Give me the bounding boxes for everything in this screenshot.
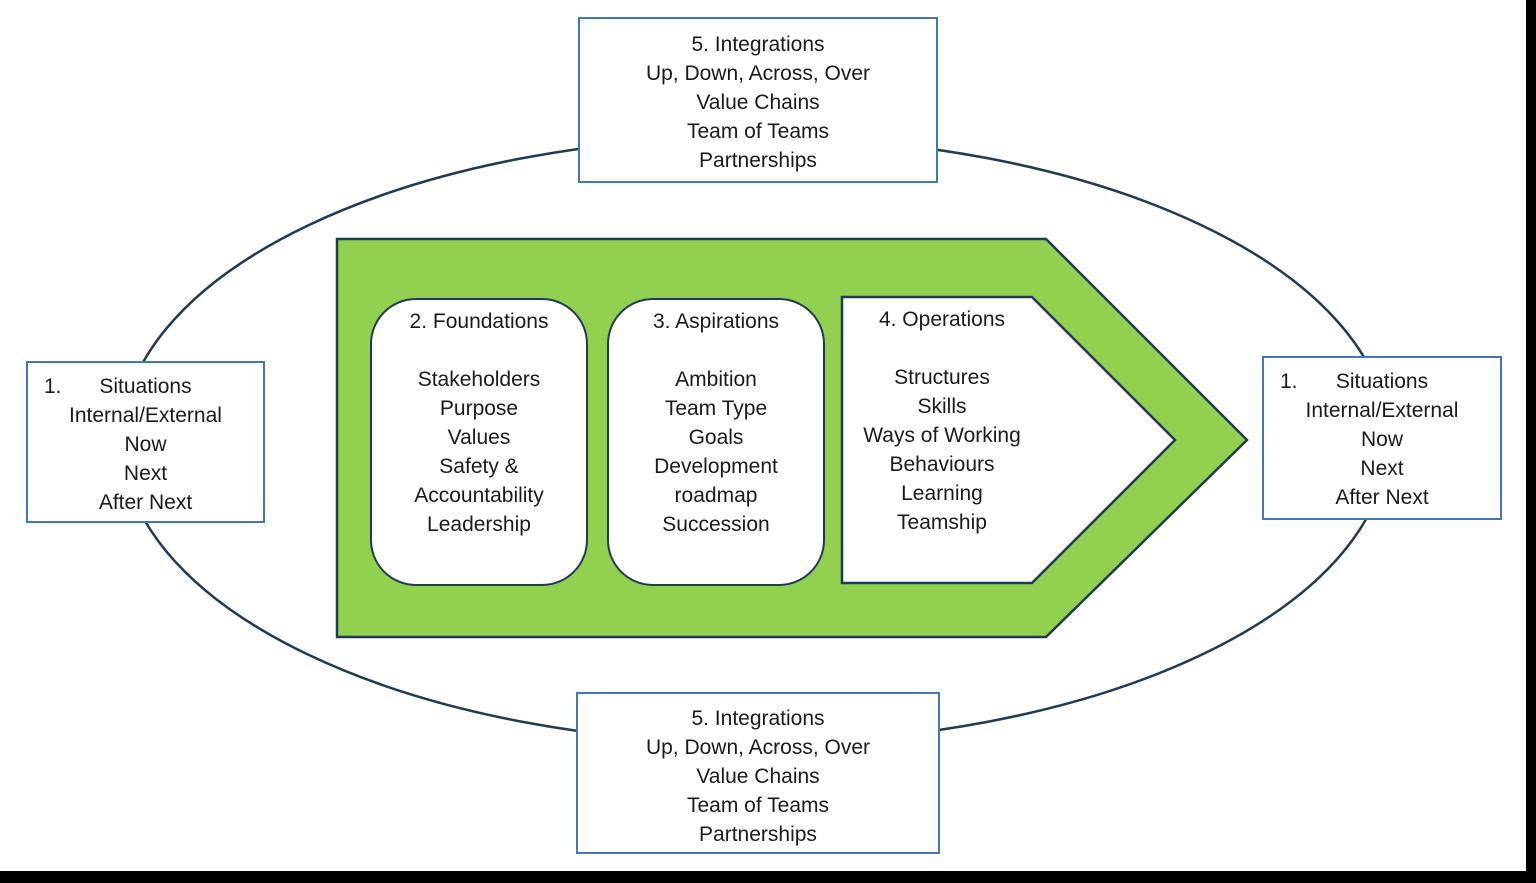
situations-box-right: 1. Situations Internal/External Now Next… xyxy=(1262,356,1502,520)
box-line: Purpose xyxy=(439,397,519,420)
box-title: 3. Aspirations xyxy=(652,310,780,333)
box-line: Partnerships xyxy=(699,823,817,846)
box-line: Skills xyxy=(917,395,967,418)
box-line: Next xyxy=(123,462,168,485)
box-title: 2. Foundations xyxy=(409,310,549,333)
box-line: Internal/External xyxy=(69,404,222,427)
frame-border-right xyxy=(1526,0,1536,883)
box-line: Value Chains xyxy=(696,765,820,788)
operations-shape xyxy=(840,295,1177,585)
box-line: Stakeholders xyxy=(417,368,541,391)
box-line: Now xyxy=(124,433,167,456)
box-title-text: Situations xyxy=(99,375,192,398)
box-title: 5. Integrations xyxy=(691,707,825,730)
box-line: Ambition xyxy=(675,368,757,391)
box-line: Ways of Working xyxy=(863,424,1021,447)
blank-line xyxy=(609,336,823,365)
box-line: Safety & xyxy=(439,455,519,478)
box-line: Teamship xyxy=(897,511,987,534)
box-title-text: Situations xyxy=(1335,370,1429,393)
integrations-box-top: 5. Integrations Up, Down, Across, Over V… xyxy=(578,17,938,183)
integrations-box-bottom: 5. Integrations Up, Down, Across, Over V… xyxy=(576,692,940,854)
box-line: Behaviours xyxy=(889,453,995,476)
box-line: Now xyxy=(1360,428,1403,451)
box-line: Team of Teams xyxy=(686,794,829,817)
box-line: Team of Teams xyxy=(686,120,829,143)
box-line: Goals xyxy=(688,426,744,449)
blank-line xyxy=(842,334,1042,363)
box-line: After Next xyxy=(98,491,193,514)
box-line: Partnerships xyxy=(699,149,817,172)
box-title: 1. Situations xyxy=(28,372,263,401)
list-number: 1. xyxy=(1280,370,1298,393)
blank-line xyxy=(372,336,586,365)
box-title: 1. Situations xyxy=(1264,367,1500,396)
box-title: 4. Operations xyxy=(878,308,1006,331)
box-line: Team Type xyxy=(664,397,768,420)
foundations-box: 2. Foundations Stakeholders Purpose Valu… xyxy=(370,298,588,586)
box-line: roadmap xyxy=(674,484,758,507)
box-title: 5. Integrations xyxy=(691,33,825,56)
box-line: Succession xyxy=(662,513,770,536)
operations-text: 4. Operations Structures Skills Ways of … xyxy=(842,305,1042,537)
box-line: Structures xyxy=(894,366,990,389)
box-line: Values xyxy=(447,426,511,449)
box-line: Development xyxy=(654,455,778,478)
frame-border-bottom xyxy=(0,871,1536,883)
box-line: Internal/External xyxy=(1305,399,1459,422)
box-line: Learning xyxy=(901,482,983,505)
box-line: Up, Down, Across, Over xyxy=(645,736,871,759)
box-line: After Next xyxy=(1335,486,1429,509)
aspirations-box: 3. Aspirations Ambition Team Type Goals … xyxy=(607,298,825,586)
box-line: Value Chains xyxy=(696,91,820,114)
situations-box-left: 1. Situations Internal/External Now Next… xyxy=(26,361,265,523)
list-number: 1. xyxy=(44,375,62,398)
box-line: Leadership xyxy=(427,513,531,536)
box-line: Up, Down, Across, Over xyxy=(645,62,871,85)
box-line: Next xyxy=(1360,457,1404,480)
box-line: Accountability xyxy=(414,484,544,507)
